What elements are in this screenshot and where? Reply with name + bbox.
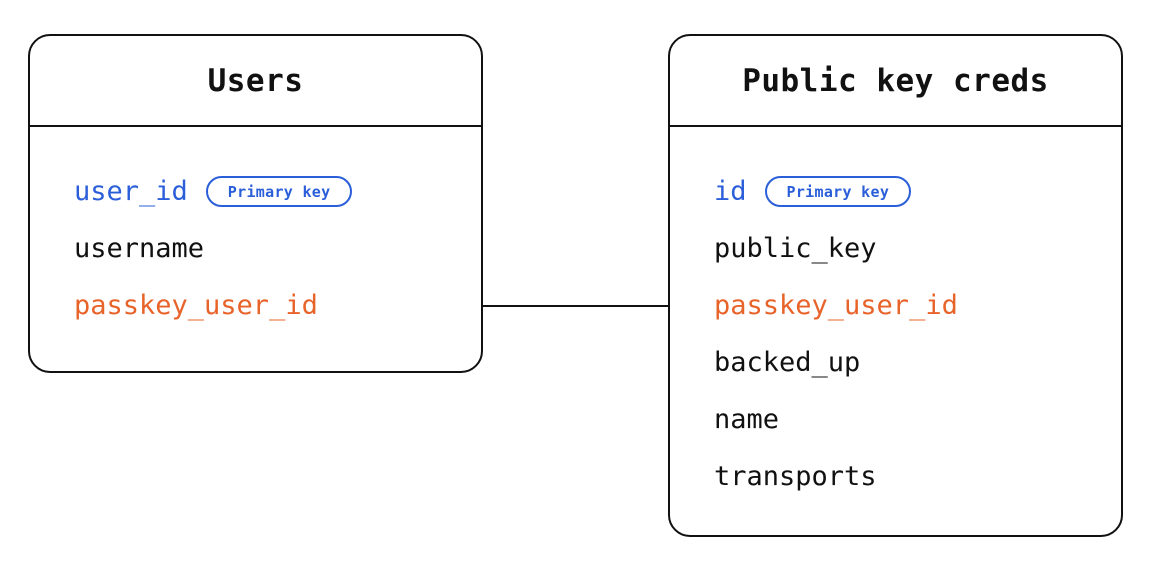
field-row[interactable]: passkey_user_id [30, 277, 481, 334]
field-row[interactable]: passkey_user_id [670, 277, 1121, 334]
entity-public-key-creds[interactable]: Public key creds id Primary key public_k… [668, 34, 1123, 537]
field-row[interactable]: public_key [670, 220, 1121, 277]
field-name-public-key: public_key [714, 233, 877, 264]
entity-users-field-list: user_id Primary key username passkey_use… [30, 127, 481, 334]
relationship-connector-users-to-public-key-creds [483, 305, 669, 307]
entity-public-key-creds-title: Public key creds [742, 62, 1049, 99]
primary-key-badge: Primary key [764, 176, 912, 207]
field-row[interactable]: username [30, 220, 481, 277]
field-row[interactable]: user_id Primary key [30, 163, 481, 220]
field-row[interactable]: name [670, 391, 1121, 448]
entity-users-header: Users [30, 36, 481, 127]
entity-public-key-creds-header: Public key creds [670, 36, 1121, 127]
field-row[interactable]: backed_up [670, 334, 1121, 391]
field-name-id: id [714, 176, 747, 207]
field-name-passkey-user-id: passkey_user_id [74, 290, 318, 321]
entity-users[interactable]: Users user_id Primary key username passk… [28, 34, 483, 373]
field-name-transports: transports [714, 461, 877, 492]
field-name-username: username [74, 233, 205, 264]
field-name-name: name [714, 404, 780, 435]
entity-public-key-creds-field-list: id Primary key public_key passkey_user_i… [670, 127, 1121, 505]
entity-users-title: Users [207, 62, 304, 99]
primary-key-badge: Primary key [205, 176, 353, 207]
field-row[interactable]: transports [670, 448, 1121, 505]
field-name-backed-up: backed_up [714, 347, 861, 378]
field-name-passkey-user-id: passkey_user_id [714, 290, 958, 321]
field-row[interactable]: id Primary key [670, 163, 1121, 220]
field-name-user-id: user_id [74, 176, 188, 207]
